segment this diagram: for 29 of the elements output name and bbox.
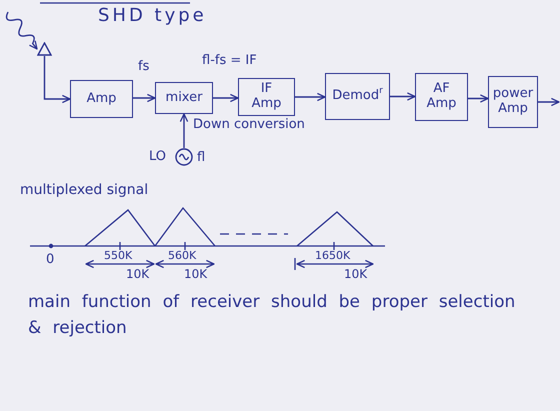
antenna-icon: [37, 42, 52, 56]
frequency-label: 1650K: [315, 250, 350, 263]
title: SHD type: [98, 6, 207, 27]
arrow: [180, 113, 188, 148]
process-box: IF Amp: [238, 78, 295, 116]
annotation-text: multiplexed signal: [20, 182, 148, 198]
wavy-arrow: [6, 12, 38, 50]
arrow: [390, 92, 416, 101]
frequency-label: 550K: [104, 250, 132, 263]
arrow: [468, 94, 489, 103]
bandwidth-label: 10K: [184, 268, 208, 282]
bandwidth-label: 10K: [126, 268, 150, 282]
bandwidth-label: 10K: [344, 268, 368, 282]
process-box: Demod$^{r}$: [325, 73, 390, 120]
arrow: [133, 94, 156, 102]
process-box: mixer: [155, 82, 213, 114]
arrow: [538, 98, 560, 106]
frequency-label: 560K: [168, 250, 196, 263]
process-box: power Amp: [488, 76, 538, 128]
arrow: [213, 94, 239, 102]
oscillator-label: LO: [149, 150, 166, 165]
ac-source-icon: [175, 148, 193, 166]
frequency-label: fl: [197, 151, 206, 166]
process-box: Amp: [70, 80, 133, 118]
note-text: main function of receiver should be proper selection & rejection: [28, 291, 516, 340]
arrow: [295, 92, 326, 102]
arrow: [44, 56, 71, 104]
process-box: AF Amp: [415, 73, 468, 121]
axis-origin-label: 0: [46, 253, 54, 268]
